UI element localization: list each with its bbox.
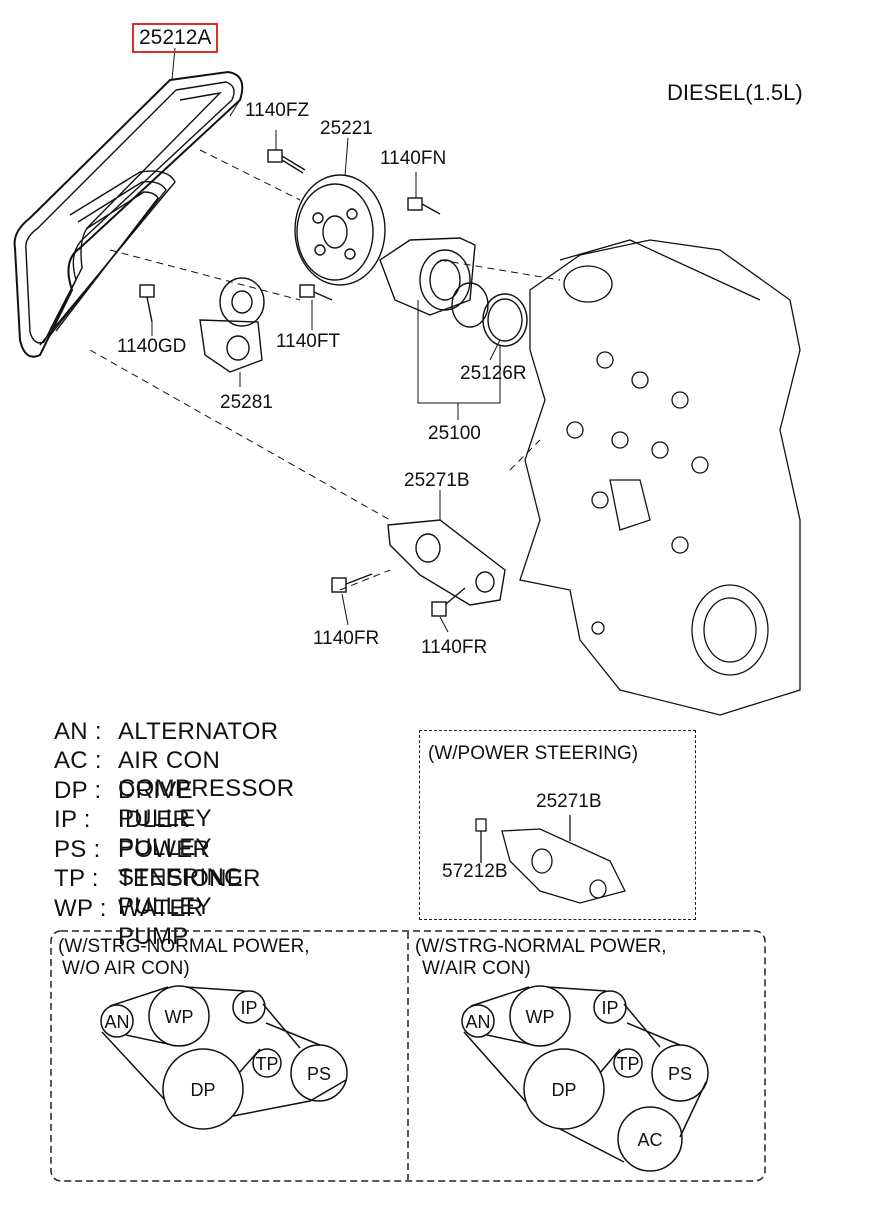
tensioner-pulley [199, 277, 265, 373]
pulley-label: AN [465, 1012, 490, 1032]
pulley-ac [617, 1106, 683, 1172]
bracket-25271b [387, 519, 506, 606]
water-pump-pulley [294, 174, 386, 286]
pulley-label: PS [307, 1064, 331, 1084]
pulley-tp [613, 1048, 643, 1078]
pulley-an [461, 1004, 495, 1038]
gasket-ring [482, 293, 528, 347]
callout-25271b[interactable]: 25271B [404, 470, 470, 491]
belt-layout-panels: (W/STRG-NORMAL POWER, W/O AIR CON) AN WP… [50, 930, 766, 1182]
water-pump-body [379, 237, 476, 316]
callout-1140ft[interactable]: 1140FT [276, 331, 341, 352]
power-steering-box: (W/POWER STEERING) 25271B 57212B [419, 730, 696, 920]
pulley-label: TP [616, 1054, 639, 1074]
pulley-an [100, 1004, 134, 1038]
pulley-label: AN [104, 1012, 129, 1032]
pulley-wp [148, 985, 210, 1047]
bolt-1140ft [299, 284, 333, 301]
pulley-label: WP [526, 1007, 555, 1027]
pulley-label: AC [637, 1130, 662, 1150]
pulley-dp [523, 1048, 605, 1130]
layout-left-title-1: (W/STRG-NORMAL POWER, [58, 936, 310, 957]
pulley-label: PS [668, 1064, 692, 1084]
layout-right-title-2: W/AIR CON) [422, 958, 531, 979]
engine-label: DIESEL(1.5L) [667, 80, 803, 105]
pulley-label: IP [601, 998, 618, 1018]
callout-1140fr-b[interactable]: 1140FR [421, 637, 488, 658]
bolt-1140fz [267, 149, 306, 174]
bolt-1140gd [139, 284, 155, 323]
engine-block [519, 239, 801, 716]
power-steering-title: (W/POWER STEERING) [428, 743, 639, 764]
pulley-label: DP [190, 1080, 215, 1100]
layout-left-title-2: W/O AIR CON) [62, 958, 190, 979]
abbreviation-legend: AN :ALTERNATOR AC :AIR CON COMPRESSOR DP… [54, 718, 295, 950]
bolt-1140fr-b [431, 587, 466, 617]
callout-25271b-ps[interactable]: 25271B [536, 791, 602, 812]
callout-1140fn[interactable]: 1140FN [380, 148, 447, 169]
exploded-diagram [13, 47, 801, 716]
highlighted-part-number[interactable]: 25212A [132, 23, 219, 53]
pulley-dp [162, 1048, 244, 1130]
callout-25281[interactable]: 25281 [220, 392, 273, 413]
ps-bracket-drawing [475, 815, 626, 904]
callout-25221[interactable]: 25221 [320, 118, 373, 139]
pulley-label: WP [165, 1007, 194, 1027]
pulley-wp [509, 985, 571, 1047]
callout-25100[interactable]: 25100 [428, 423, 481, 444]
pulley-tp [252, 1048, 282, 1078]
callout-1140gd[interactable]: 1140GD [117, 336, 187, 357]
belt-layout-frame [50, 930, 766, 1182]
callout-1140fr-a[interactable]: 1140FR [313, 628, 380, 649]
pulley-label: IP [240, 998, 257, 1018]
bolt-1140fr-a [331, 573, 373, 593]
layout-right-title-1: (W/STRG-NORMAL POWER, [415, 936, 667, 957]
belt-routing-right: AN WP IP TP DP PS AC [461, 985, 709, 1172]
bolt-1140fn [407, 197, 441, 215]
belt-routing-left: AN WP IP TP DP PS [100, 985, 348, 1130]
pulley-label: TP [255, 1054, 278, 1074]
callout-25126r[interactable]: 25126R [460, 363, 527, 384]
callout-57212b[interactable]: 57212B [442, 861, 508, 882]
drive-belt [13, 70, 244, 358]
callout-1140fz[interactable]: 1140FZ [245, 100, 310, 121]
pulley-label: DP [551, 1080, 576, 1100]
